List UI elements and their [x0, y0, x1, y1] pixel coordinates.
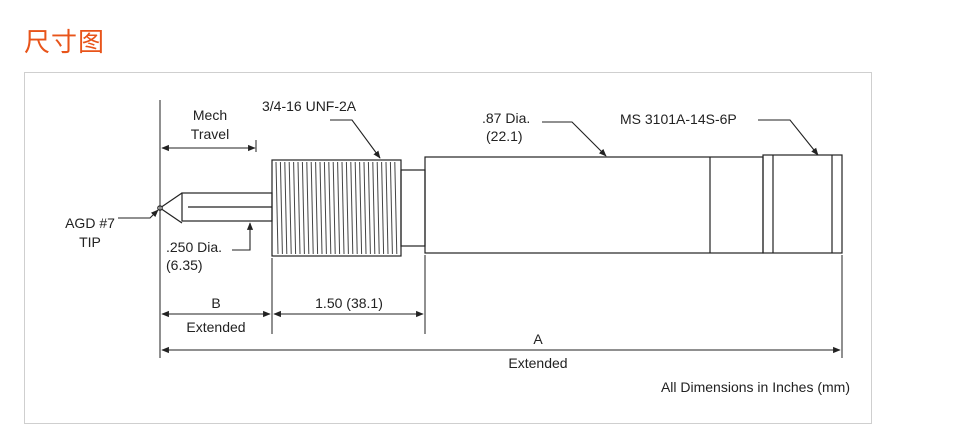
- housing-body: [424, 156, 764, 254]
- thread-leader: [330, 119, 381, 159]
- thread-hatching: [275, 161, 398, 255]
- dim-b-sub-label: Extended: [186, 319, 245, 335]
- units-note: All Dimensions in Inches (mm): [661, 379, 850, 395]
- travel-label: Travel: [191, 126, 229, 142]
- dim-a-sub-label: Extended: [508, 355, 567, 371]
- rod-dia-label: .250 Dia.: [166, 239, 222, 255]
- dim-thread-label: 1.50 (38.1): [315, 295, 383, 311]
- mech-label: Mech: [193, 107, 227, 123]
- thread-spec-label: 3/4-16 UNF-2A: [262, 98, 357, 114]
- dim-b-label: B: [211, 295, 220, 311]
- rod-dia-leader: [232, 222, 254, 251]
- tip-label-2: TIP: [79, 234, 101, 250]
- connector-body: [762, 154, 843, 254]
- body-dia-leader: [542, 121, 607, 157]
- connector-leader: [758, 119, 819, 156]
- neck: [400, 169, 426, 247]
- tip-cone: [158, 192, 183, 224]
- dim-a-label: A: [533, 331, 543, 347]
- page-title: 尺寸图: [24, 28, 106, 58]
- body-dia-mm-label: (22.1): [486, 128, 523, 144]
- rod-dia-mm-label: (6.35): [166, 257, 203, 273]
- body-dia-label: .87 Dia.: [482, 110, 530, 126]
- diagram-frame: [24, 72, 872, 424]
- connector-label: MS 3101A-14S-6P: [620, 111, 737, 127]
- tip-leader: [118, 209, 159, 219]
- tip-label: AGD #7: [65, 215, 115, 231]
